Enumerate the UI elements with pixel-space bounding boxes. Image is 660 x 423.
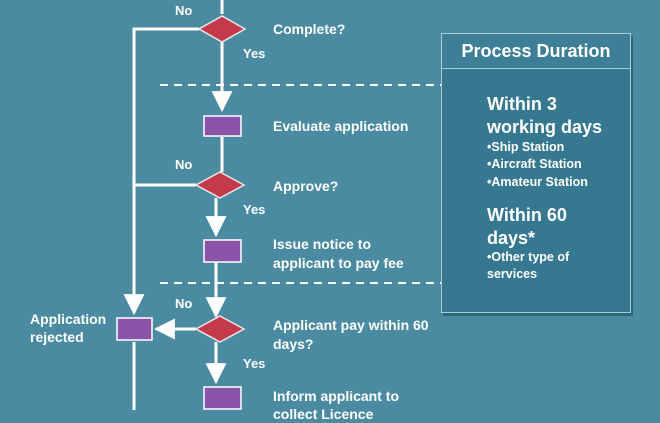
no-path-complete [123, 27, 199, 316]
label-yes-complete: Yes [243, 46, 266, 61]
process-duration-panel: Process Duration Within 3 working days •… [441, 33, 631, 313]
label-issue-notice-line1: Issue notice to [273, 236, 372, 252]
label-yes-approve: Yes [243, 202, 266, 217]
label-complete-question: Complete? [273, 21, 346, 37]
process-evaluate [203, 115, 242, 137]
label-rejected-line2: rejected [30, 329, 84, 345]
group1-heading-line2: working days [487, 117, 603, 137]
process-rejected [116, 317, 153, 341]
decision-approve [194, 171, 246, 199]
panel-title: Process Duration [442, 34, 630, 69]
group1-item: •Ship Station [487, 140, 565, 154]
label-issue-notice-line2: applicant to pay fee [273, 255, 404, 271]
label-no-top: No [175, 3, 193, 18]
label-yes-pay: Yes [243, 356, 266, 371]
label-pay-question-line2: days? [273, 336, 314, 352]
group2-heading-line2: days* [487, 228, 536, 248]
group1-heading-line1: Within 3 [487, 94, 557, 114]
group2-item-line1: •Other type of [487, 250, 570, 264]
decision-pay [194, 315, 246, 343]
label-no-pay: No [175, 296, 193, 311]
label-pay-question-line1: Applicant pay within 60 [273, 317, 429, 333]
label-inform-applicant-line1: Inform applicant to [273, 388, 399, 404]
group2-heading-line1: Within 60 [487, 205, 567, 225]
group1-item: •Aircraft Station [487, 157, 582, 171]
group2-item-line2: services [487, 267, 538, 281]
process-inform-applicant [203, 386, 242, 410]
group1-item: •Amateur Station [487, 175, 588, 189]
label-rejected-line1: Application [30, 311, 107, 327]
label-evaluate-application: Evaluate application [273, 118, 409, 134]
label-inform-applicant-line2: collect Licence [273, 406, 374, 422]
decision-complete [197, 15, 247, 43]
label-no-approve: No [175, 157, 193, 172]
label-approve-question: Approve? [273, 178, 339, 194]
process-issue-notice [203, 239, 242, 263]
